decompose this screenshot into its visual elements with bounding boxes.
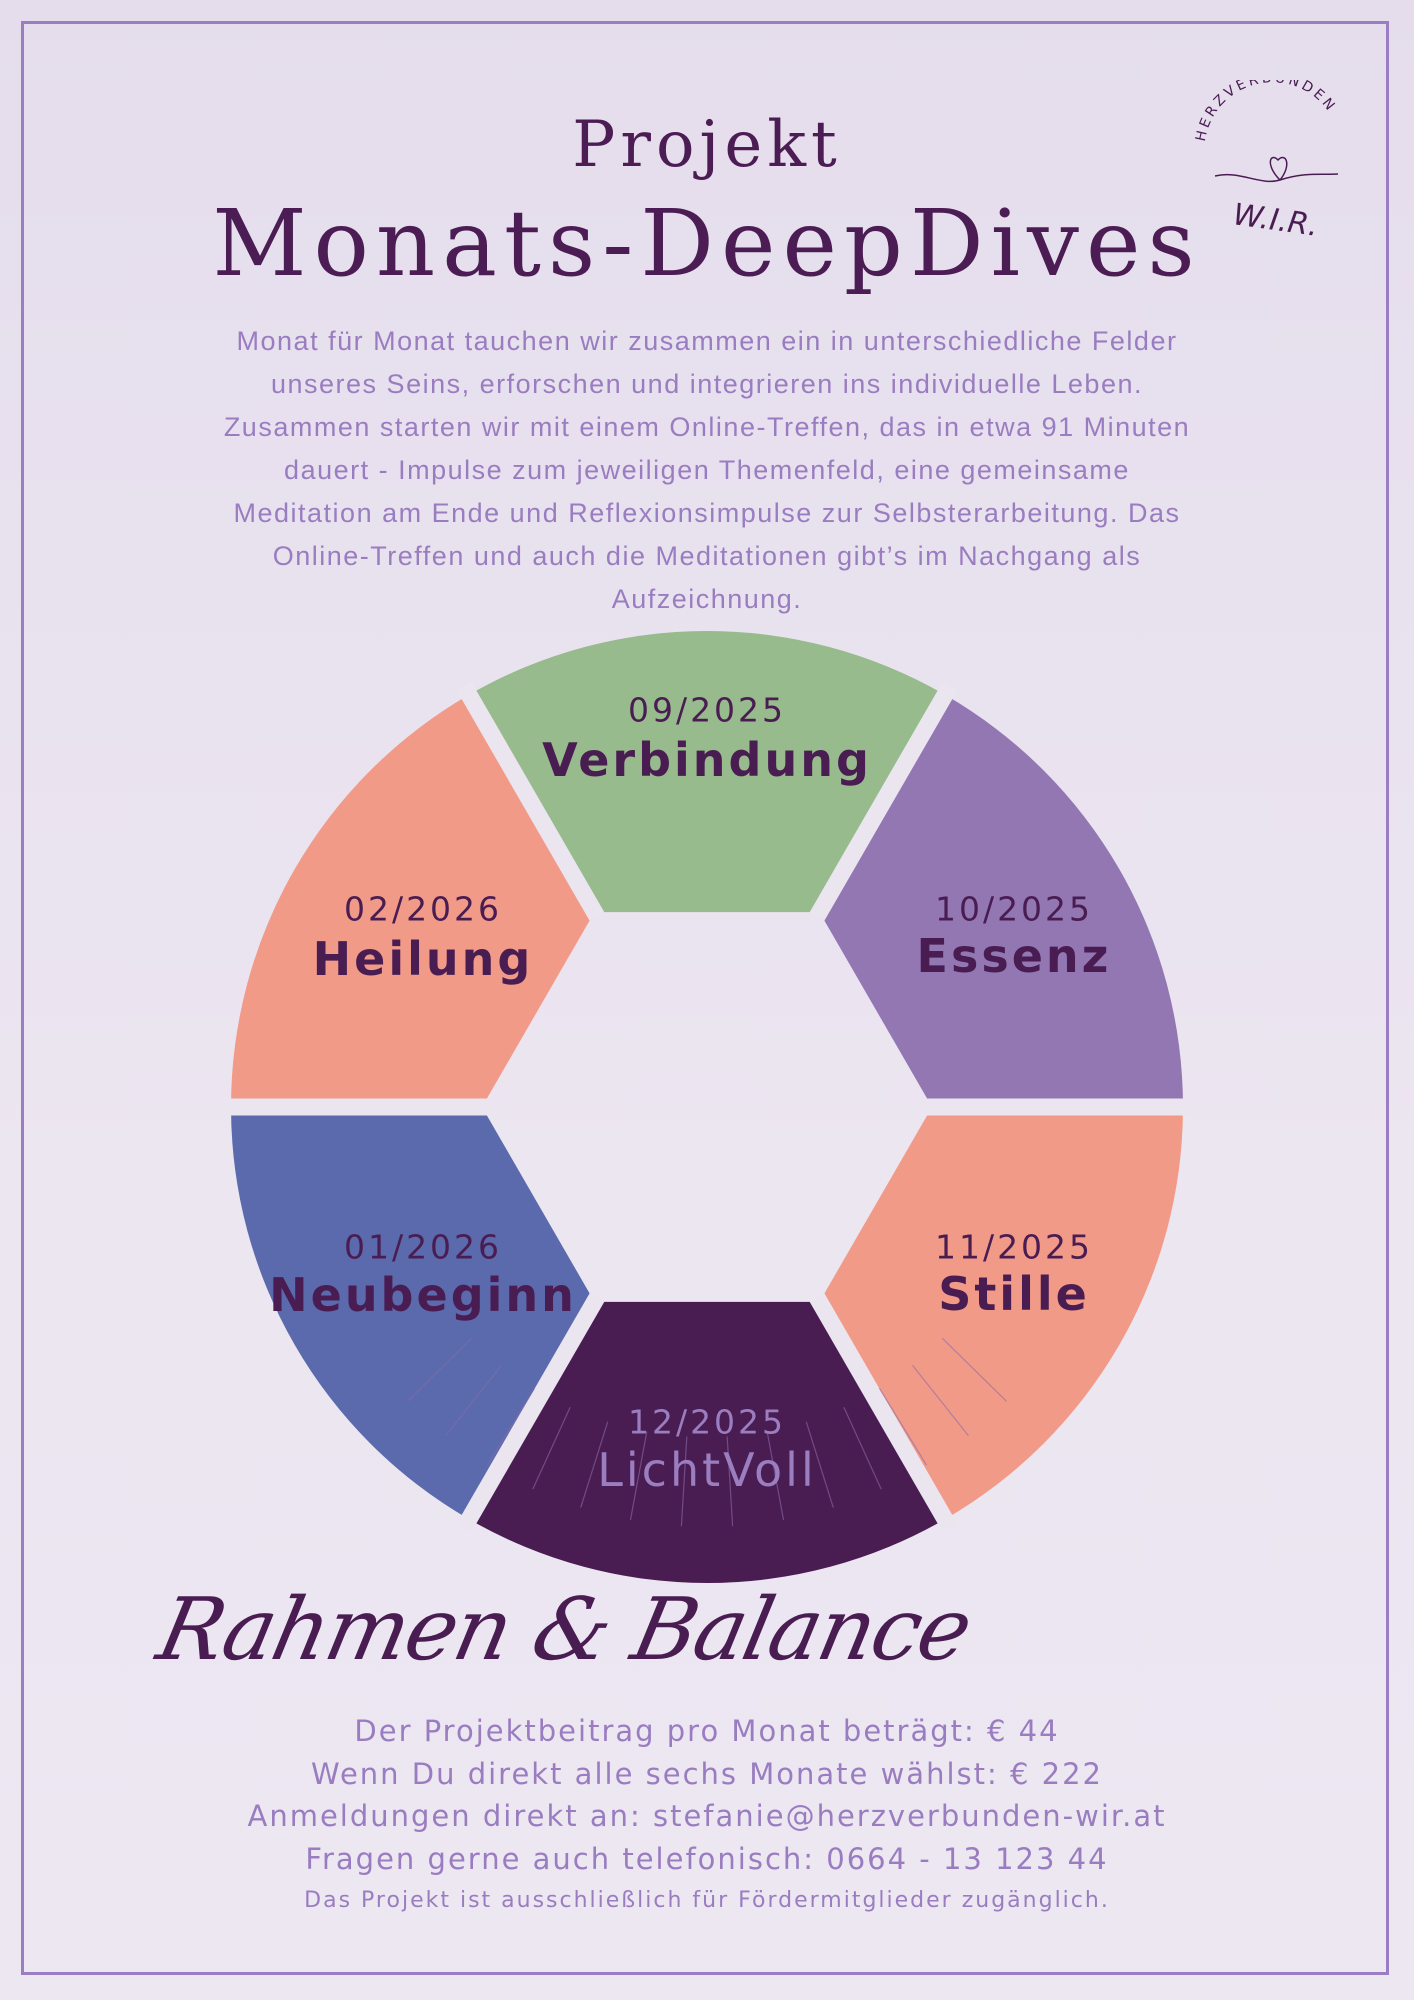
footer-line-price: Der Projektbeitrag pro Monat beträgt: € … bbox=[354, 1714, 1060, 1748]
segment-date: 02/2026 bbox=[343, 889, 503, 929]
segment-gap bbox=[809, 681, 958, 921]
title-monats-deepdives: Monats-DeepDives bbox=[212, 190, 1202, 297]
intro-line: dauert - Impulse zum jeweiligen Themenfe… bbox=[284, 455, 1130, 485]
light-ray-icon bbox=[629, 1431, 648, 1521]
light-ray-icon bbox=[487, 1388, 536, 1466]
intro-line: Online-Treffen und auch die Meditationen… bbox=[272, 541, 1142, 571]
segment-gap bbox=[456, 681, 605, 921]
segment-date: 11/2025 bbox=[934, 1227, 1094, 1267]
footer-line-email[interactable]: Anmeldungen direkt an: stefanie@herzverb… bbox=[247, 1799, 1167, 1833]
segment-name: Heilung bbox=[312, 932, 534, 986]
light-ray-icon bbox=[941, 1337, 1007, 1402]
wheel-segment-heilung bbox=[231, 694, 595, 1107]
wheel-segment-lichtvoll bbox=[469, 1301, 945, 1584]
light-ray-icon bbox=[680, 1436, 688, 1527]
segment-name: Stille bbox=[938, 1267, 1090, 1321]
light-ray-icon bbox=[843, 1407, 882, 1490]
segment-gap bbox=[456, 1293, 605, 1533]
wheel-segment-essenz bbox=[819, 694, 1183, 1107]
light-ray-icon bbox=[407, 1337, 473, 1402]
wheel-segment-stille bbox=[819, 1107, 1183, 1520]
light-ray-icon bbox=[532, 1407, 571, 1490]
footer-info: Der Projektbeitrag pro Monat beträgt: € … bbox=[0, 1710, 1414, 1923]
light-ray-icon bbox=[911, 1364, 969, 1437]
light-ray-icon bbox=[805, 1421, 834, 1508]
intro-line: unseres Seins, erforschen und integriere… bbox=[271, 369, 1143, 399]
light-ray-icon bbox=[580, 1421, 609, 1508]
page-border bbox=[21, 21, 1389, 1975]
segment-name: Essenz bbox=[916, 929, 1112, 983]
light-ray-icon bbox=[726, 1436, 734, 1527]
light-ray-icon bbox=[766, 1431, 785, 1521]
intro-line: Monat für Monat tauchen wir zusammen ein… bbox=[236, 326, 1178, 356]
segment-name: LichtVoll bbox=[597, 1443, 817, 1497]
footer-line-bundle: Wenn Du direkt alle sechs Monate wählst:… bbox=[310, 1756, 1103, 1791]
segment-date: 12/2025 bbox=[627, 1402, 787, 1442]
intro-line: Meditation am Ende und Reflexionsimpulse… bbox=[233, 498, 1181, 528]
segment-name: Neubeginn bbox=[269, 1268, 577, 1322]
intro-line: Aufzeichnung. bbox=[611, 584, 803, 614]
title-projekt: Projekt bbox=[572, 108, 842, 182]
wheel-segment-verbindung bbox=[469, 631, 945, 913]
segment-date: 01/2026 bbox=[343, 1227, 503, 1267]
footer-note: Das Projekt ist ausschließlich für Förde… bbox=[304, 1888, 1110, 1913]
footer-line-phone[interactable]: Fragen gerne auch telefonisch: 0664 - 13… bbox=[305, 1841, 1109, 1876]
light-ray-icon bbox=[878, 1388, 927, 1466]
segment-name: Verbindung bbox=[542, 733, 872, 787]
wheel-segment-neubeginn bbox=[231, 1107, 595, 1520]
segment-date: 09/2025 bbox=[627, 690, 787, 730]
intro-text: Monat für Monat tauchen wir zusammen ein… bbox=[80, 320, 1334, 621]
segment-gap bbox=[809, 1293, 958, 1533]
script-heading: Rahmen & Balance bbox=[149, 1580, 979, 1680]
light-ray-icon bbox=[445, 1364, 503, 1437]
intro-line: Zusammen starten wir mit einem Online-Tr… bbox=[223, 412, 1191, 442]
herzverbunden-logo: HERZVERBUNDEN W.I.R. bbox=[1180, 70, 1360, 250]
segment-date: 10/2025 bbox=[934, 889, 1094, 929]
